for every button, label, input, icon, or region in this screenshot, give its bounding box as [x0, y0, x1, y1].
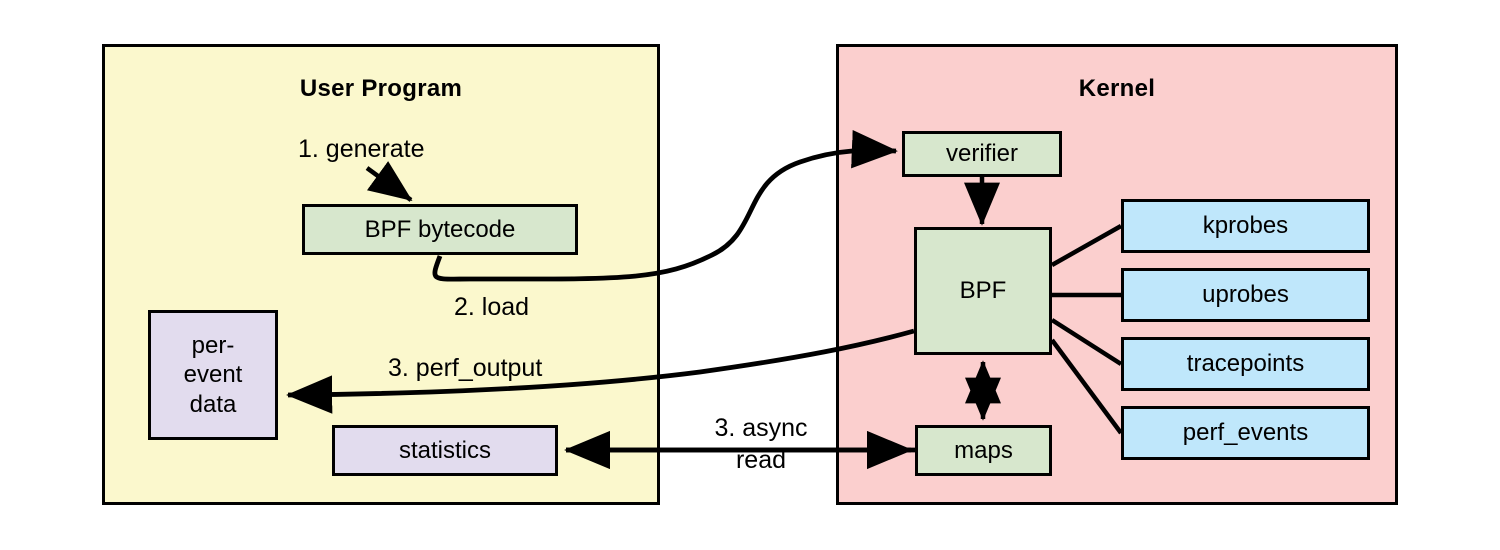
panel-user-program-title: User Program: [299, 75, 463, 102]
node-kprobes[interactable]: kprobes: [1121, 199, 1370, 253]
node-tracepoints-label: tracepoints: [1186, 350, 1305, 378]
node-bpf-bytecode[interactable]: BPF bytecode: [302, 204, 578, 255]
node-perf-events[interactable]: perf_events: [1121, 406, 1370, 460]
node-verifier-label: verifier: [945, 140, 1018, 168]
panel-kernel-title: Kernel: [1078, 75, 1156, 102]
node-uprobes[interactable]: uprobes: [1121, 268, 1370, 322]
node-statistics-label: statistics: [398, 436, 491, 464]
node-perf-events-label: perf_events: [1182, 419, 1309, 447]
node-bpf[interactable]: BPF: [914, 227, 1052, 355]
edge-label-load: 2. load: [454, 293, 530, 321]
node-bpf-bytecode-label: BPF bytecode: [364, 215, 516, 243]
node-kprobes-label: kprobes: [1202, 212, 1289, 240]
node-uprobes-label: uprobes: [1202, 281, 1289, 309]
node-per-event-data-label: per- event data: [183, 332, 243, 418]
node-bpf-label: BPF: [959, 277, 1007, 305]
node-verifier[interactable]: verifier: [902, 131, 1062, 177]
node-tracepoints[interactable]: tracepoints: [1121, 337, 1370, 391]
node-maps[interactable]: maps: [915, 425, 1052, 476]
edge-label-generate: 1. generate: [298, 135, 425, 163]
edge-label-async-read: 3. async read: [714, 414, 808, 474]
node-maps-label: maps: [954, 436, 1013, 464]
node-per-event-data[interactable]: per- event data: [148, 310, 278, 440]
node-statistics[interactable]: statistics: [332, 425, 558, 476]
edge-label-perf-output: 3. perf_output: [388, 354, 543, 382]
